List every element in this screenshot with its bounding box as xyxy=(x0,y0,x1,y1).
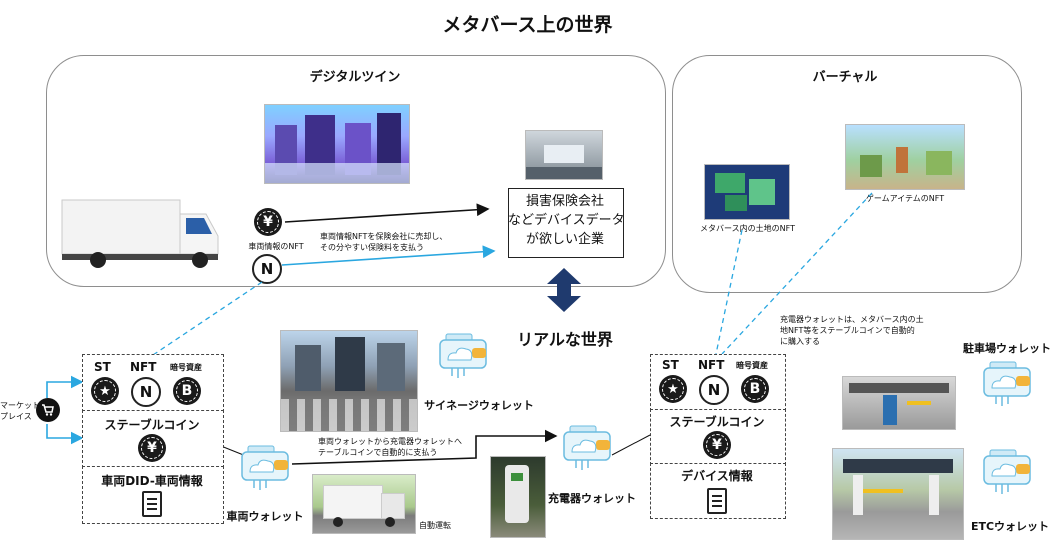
document-icon-vehicle xyxy=(142,491,162,517)
autonomous-label: 自動運転 xyxy=(419,521,451,530)
office-image xyxy=(525,130,603,180)
crossing-photo xyxy=(280,330,418,432)
charger-st-label: ST xyxy=(662,358,679,372)
nft-coin-icon-charger: N xyxy=(699,375,729,405)
charger-wallet-icon xyxy=(563,425,611,470)
vehicle-crypto-label: 暗号資産 xyxy=(170,363,202,372)
digital-twin-title: デジタルツイン xyxy=(309,70,401,85)
truck-illustration xyxy=(61,199,219,268)
vehicle-nft-heading: NFT xyxy=(130,360,157,374)
company-box-text: 損害保険会社 などデバイスデータ が欲しい企業 xyxy=(508,194,625,247)
yen-glyph-vehicle: ¥ xyxy=(147,440,157,456)
bitcoin-icon-charger: B xyxy=(741,375,769,403)
vehicle-nft-label: 車両情報のNFT xyxy=(248,242,304,251)
signage-wallet-label: サイネージウォレット xyxy=(424,399,534,412)
charger-crypto-label: 暗号資産 xyxy=(736,361,768,370)
land-nft-label: メタバース内の土地のNFT xyxy=(700,224,795,233)
etc-gate-photo xyxy=(832,448,964,540)
vehicle-wallet-label: 車両ウォレット xyxy=(226,510,304,523)
company-box xyxy=(508,188,624,258)
bitcoin-icon: B xyxy=(173,377,201,405)
real-world-title: リアルな世界 xyxy=(517,330,613,349)
payment-note: 車両ウォレットから充電器ウォレットへ テーブルコインで自動的に支払う xyxy=(318,437,462,457)
yen-glyph: ¥ xyxy=(263,214,273,230)
parking-photo xyxy=(842,376,956,430)
nft-coin-icon: N xyxy=(252,254,282,284)
nft-glyph-vehicle: N xyxy=(139,383,153,401)
vehicle-stablecoin-label: ステーブルコイン xyxy=(104,418,200,432)
etc-wallet-label: ETCウォレット xyxy=(970,520,1050,533)
etc-wallet-icon xyxy=(983,449,1031,494)
charger-note: 充電器ウォレットは、メタバース内の土 地NFT等をステーブルコインで自動的 に購… xyxy=(780,315,924,346)
charger-wallet-label: 充電器ウォレット xyxy=(548,492,636,505)
document-icon-charger xyxy=(707,488,727,514)
btc-glyph-charger: B xyxy=(749,381,761,397)
land-map-image xyxy=(704,164,790,220)
nft-coin-icon-vehicle: N xyxy=(131,377,161,407)
btc-glyph: B xyxy=(181,383,193,399)
signage-wallet-icon xyxy=(439,333,487,378)
charger-photo xyxy=(490,456,546,538)
parking-wallet-label: 駐車場ウォレット xyxy=(963,342,1051,355)
cart-icon xyxy=(36,398,60,422)
vehicle-st-label: ST xyxy=(94,360,111,374)
game-scene-image xyxy=(845,124,965,190)
yen-coin-icon-vehicle: ¥ xyxy=(138,434,166,462)
page-title: メタバース上の世界 xyxy=(442,14,613,36)
sale-note: 車両情報NFTを保険会社に売却し、 その分やすい保険料を支払う xyxy=(320,232,448,252)
charger-stablecoin-label: ステーブルコイン xyxy=(669,415,765,429)
vehicle-did-label: 車両DID-車両情報 xyxy=(101,474,203,488)
vehicle-wallet-icon xyxy=(241,445,289,490)
star-glyph-charger: ★ xyxy=(667,381,679,397)
autonomous-truck-photo xyxy=(312,474,416,534)
star-coin-icon: ★ xyxy=(91,377,119,405)
charger-device-label: デバイス情報 xyxy=(681,469,753,483)
market-label: マーケット プレイス xyxy=(0,401,40,421)
virtual-title: バーチャル xyxy=(812,70,878,85)
star-glyph: ★ xyxy=(99,383,111,399)
star-coin-icon-charger: ★ xyxy=(659,375,687,403)
yen-coin-icon-charger: ¥ xyxy=(703,431,731,459)
yen-coin-icon: ¥ xyxy=(254,208,282,236)
game-nft-label: ゲームアイテムのNFT xyxy=(865,194,945,203)
charger-nft-heading: NFT xyxy=(698,358,725,372)
nft-glyph-charger: N xyxy=(707,381,721,399)
nft-glyph: N xyxy=(260,260,274,278)
yen-glyph-charger: ¥ xyxy=(712,437,722,453)
metaverse-city-image xyxy=(264,104,410,184)
parking-wallet-icon xyxy=(983,361,1031,406)
double-arrow xyxy=(547,268,581,312)
